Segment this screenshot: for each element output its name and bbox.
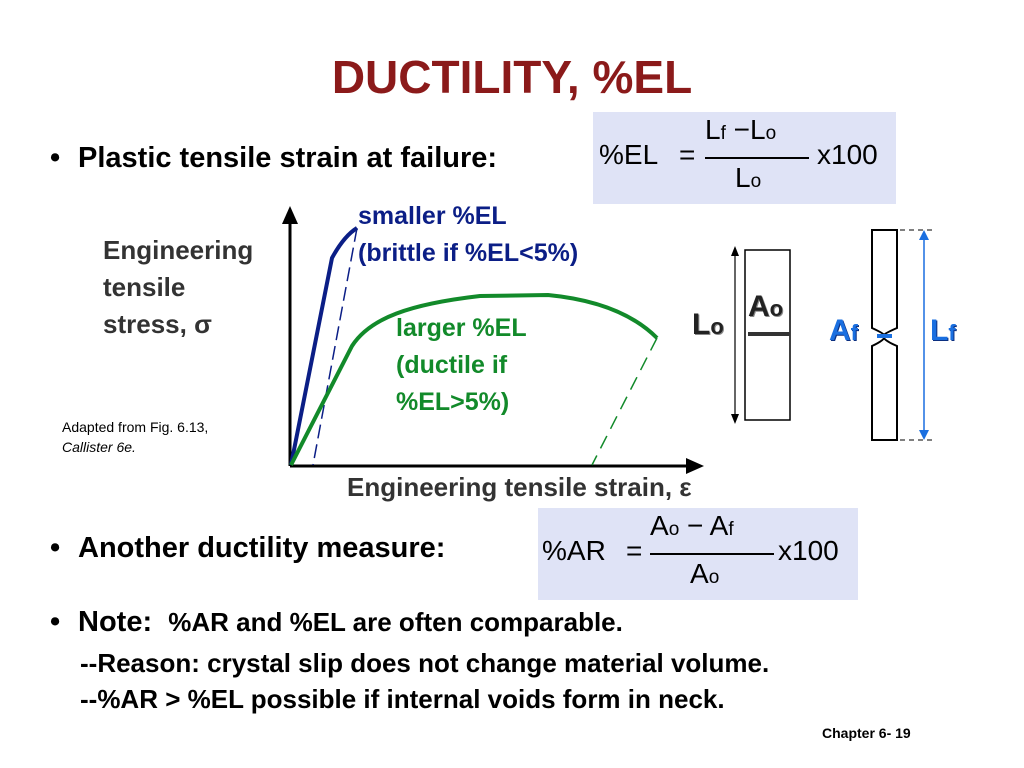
figure-source: Adapted from Fig. 6.13, Callister 6e. <box>62 419 209 455</box>
page-title: DUCTILITY, %EL <box>331 51 693 103</box>
brittle-label: smaller %EL (brittle if %EL<5%) <box>358 202 579 267</box>
formula-el-lhs: %EL <box>599 139 659 170</box>
af-label: Af <box>829 314 858 347</box>
lo-arrow-up-icon <box>731 246 739 256</box>
bullet-note: • Note: %AR and %EL are often comparable. <box>50 606 623 639</box>
y-axis-arrow-icon <box>282 206 298 224</box>
bullet-dot: • <box>50 606 61 638</box>
formula-el-numerator: Lf −Lo <box>705 114 777 145</box>
lf-arrow-down-icon <box>919 430 929 440</box>
bullet-plastic-strain-text: Plastic tensile strain at failure: <box>78 142 498 174</box>
formula-el-equals: = <box>679 139 696 170</box>
bullet-another-measure: • Another ductility measure: <box>50 532 445 565</box>
note-ar-el: --%AR > %EL possible if internal voids f… <box>80 684 725 714</box>
x-axis-arrow-icon <box>686 458 704 474</box>
lo-arrow-down-icon <box>731 414 739 424</box>
formula-el: %EL = Lf −Lo Lo x100 <box>593 112 896 204</box>
formula-ar-denominator: Ao <box>690 558 720 589</box>
brittle-unload-line <box>312 227 358 466</box>
y-axis-label: Engineering tensile stress, σ <box>103 235 254 339</box>
formula-ar-numerator: Ao − Af <box>650 510 734 541</box>
formula-el-denominator: Lo <box>735 162 762 193</box>
formula-ar: %AR = Ao − Af Ao x100 <box>538 508 858 600</box>
formula-ar-multiplier: x100 <box>778 535 839 566</box>
bullet-note-head: Note: <box>78 606 153 638</box>
bullet-another-measure-text: Another ductility measure: <box>78 532 446 564</box>
lf-label: Lf <box>930 314 956 347</box>
brittle-curve <box>289 226 359 466</box>
ao-label: Ao <box>748 290 784 323</box>
formula-el-multiplier: x100 <box>817 139 878 170</box>
formula-ar-lhs: %AR <box>542 535 606 566</box>
lo-label: Lo <box>692 308 724 341</box>
lf-arrow-up-icon <box>919 230 929 240</box>
note-reason: --Reason: crystal slip does not change m… <box>80 648 770 678</box>
formula-ar-equals: = <box>626 535 643 566</box>
ductile-curve <box>289 292 659 466</box>
ductile-label: larger %EL (ductile if %EL>5%) <box>396 314 527 416</box>
formula-el-fraction-bar <box>705 157 809 159</box>
bullet-dot: • <box>50 142 61 174</box>
x-axis-label: Engineering tensile strain, ε <box>347 472 692 502</box>
ductile-unload-line <box>591 337 658 466</box>
formula-ar-fraction-bar <box>650 553 774 555</box>
bullet-note-text: %AR and %EL are often comparable. <box>168 607 623 637</box>
chapter-footer: Chapter 6- 19 <box>822 725 911 741</box>
bullet-dot: • <box>50 532 61 564</box>
bullet-plastic-strain: • Plastic tensile strain at failure: <box>50 142 497 175</box>
